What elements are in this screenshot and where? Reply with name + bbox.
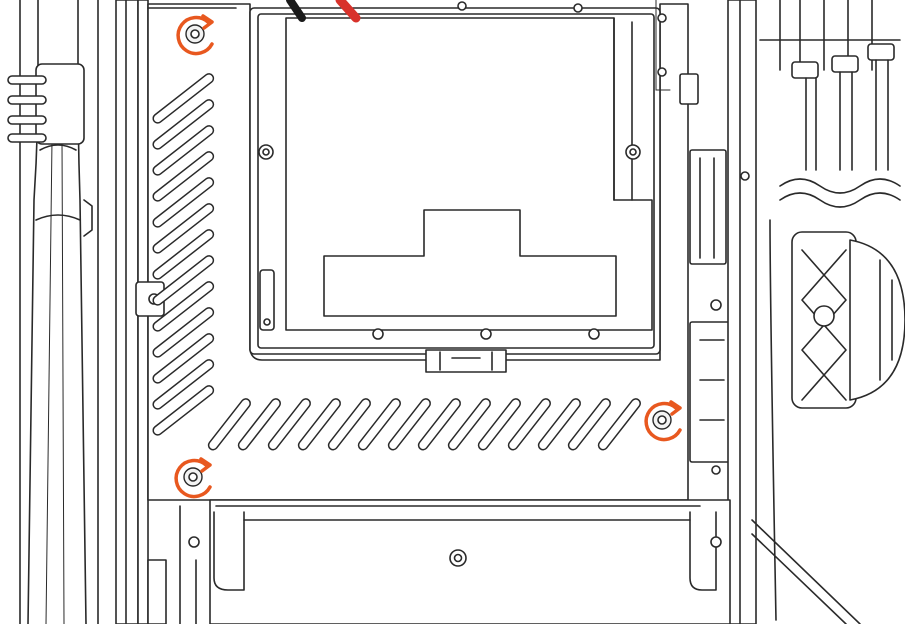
power-cables — [286, 0, 393, 23]
left-cable-bundle — [7, 0, 99, 624]
housing-screw — [480, 328, 492, 340]
cooling-fan — [791, 231, 905, 409]
right-cable-harness — [759, 0, 901, 621]
housing-screw — [372, 328, 384, 340]
screw-top-left — [176, 14, 214, 56]
latch — [259, 269, 275, 331]
right-terminal-block — [679, 73, 731, 475]
housing-screw-right — [625, 144, 641, 160]
housing-screw — [588, 328, 600, 340]
black-cable — [286, 0, 306, 22]
horizontal-vent-slots — [207, 398, 641, 451]
rotate-counterclockwise-icon — [176, 15, 214, 56]
tray-screw — [449, 549, 467, 567]
rotate-counterclockwise-icon — [174, 458, 212, 499]
right-frame-rails — [727, 0, 861, 624]
screw-right — [644, 400, 682, 442]
rotate-counterclockwise-icon — [644, 401, 682, 442]
screw-bottom-left — [174, 457, 212, 499]
red-cable — [335, 0, 361, 23]
vertical-vent-slots — [152, 73, 215, 436]
housing-screw-left — [258, 144, 274, 160]
center-housing — [249, 0, 671, 373]
bottom-tray — [147, 499, 731, 624]
perforated-panel — [135, 3, 689, 501]
bottom-clip — [425, 349, 507, 373]
